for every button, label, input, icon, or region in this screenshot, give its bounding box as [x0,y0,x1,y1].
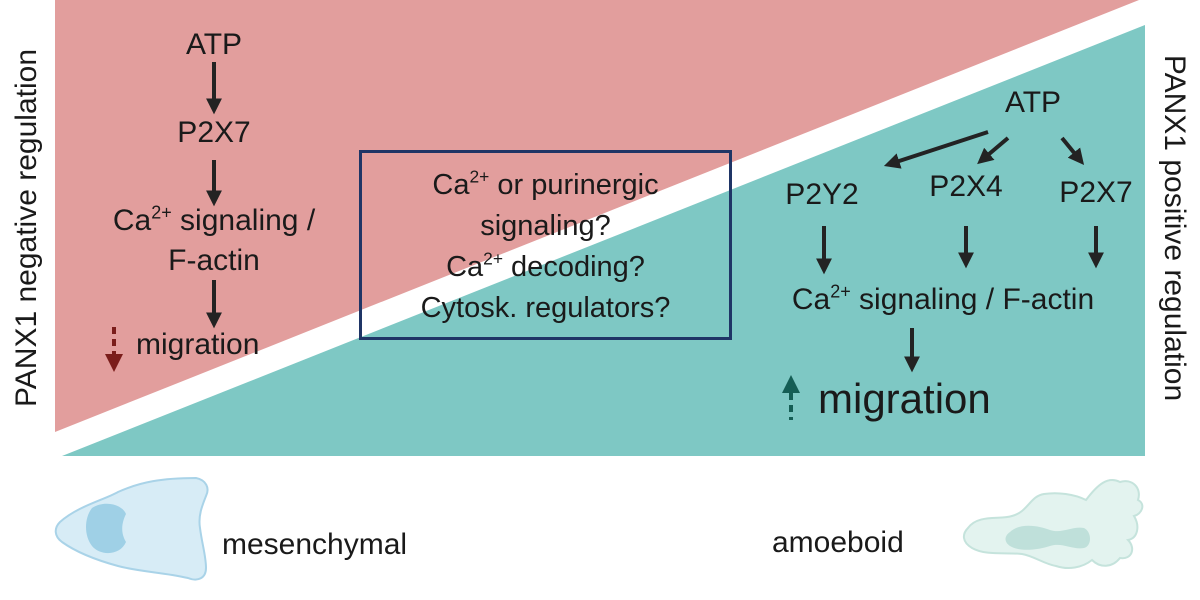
negative-migration-label: migration [136,328,260,361]
question-line-1-suffix: or purinergic [489,169,659,201]
negative-signaling-prefix: Ca [112,204,152,237]
positive-atp-label: ATP [1004,86,1062,119]
question-box: Ca2+ or purinergic signaling? Ca2+ decod… [359,150,732,340]
question-line-4: Cytosk. regulators? [420,292,671,324]
question-line-3-sup: 2+ [483,248,503,269]
side-label-negative: PANX1 negative regulation [10,48,43,408]
negative-p2x7-label: P2X7 [177,116,251,149]
positive-pathway-arrows [816,130,1104,373]
positive-signaling-suffix: signaling / F-actin [850,283,1095,316]
positive-p2x7-label: P2X7 [1059,176,1133,209]
positive-migration-label: migration [818,375,991,422]
positive-p2y2-label: P2Y2 [785,178,859,211]
side-label-positive: PANX1 positive regulation [1158,54,1191,402]
mesenchymal-label: mesenchymal [222,528,408,561]
question-line-3-suffix: decoding? [503,251,645,283]
positive-region [62,25,1145,456]
arrow-atp-to-p2x4 [977,136,1010,165]
arrow-atp-to-p2y2 [883,130,989,169]
increase-arrow-icon [782,375,800,420]
negative-signaling-sup: 2+ [151,202,172,223]
positive-signaling-prefix: Ca [791,283,831,316]
question-line-2: signaling? [480,210,611,242]
question-line-1: Ca2+ or purinergic [362,168,729,201]
negative-signaling-label: Ca2+ signaling / [112,203,316,237]
negative-region [55,0,1139,432]
positive-p2x4-label: P2X4 [929,170,1003,203]
amoeboid-label: amoeboid [772,526,904,559]
positive-signaling-sup: 2+ [830,281,851,302]
mesenchymal-cell-icon [54,476,209,581]
question-line-3: Ca2+ decoding? [362,250,729,283]
question-line-1-prefix: Ca [432,169,470,201]
amoeboid-cell-icon [962,479,1144,569]
positive-signaling-label: Ca2+ signaling / F-actin [791,282,1095,316]
question-line-1-sup: 2+ [469,166,490,187]
decrease-arrow-icon [105,327,123,372]
negative-factin-label: F-actin [168,244,260,277]
negative-signaling-suffix: signaling / [171,204,316,237]
arrow-atp-to-p2x7 [1060,136,1085,165]
negative-atp-label: ATP [185,28,243,61]
question-line-3-prefix: Ca [446,251,484,283]
